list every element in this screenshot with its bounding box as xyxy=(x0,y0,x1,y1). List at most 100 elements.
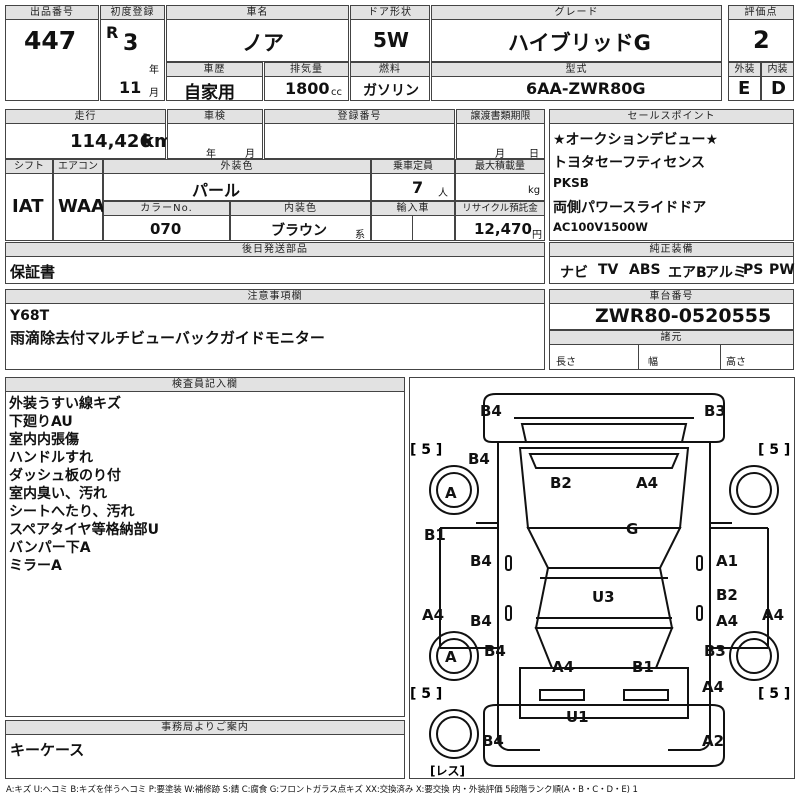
office-notice: キーケース xyxy=(10,741,85,759)
shift-header: シフト xyxy=(5,159,53,174)
mark-right-rocker: A4 xyxy=(762,606,784,624)
mark-right-door-lower: A4 xyxy=(716,612,738,630)
year-unit: 年 xyxy=(149,65,159,76)
fuel-cell: ガソリン xyxy=(350,76,430,101)
mark-front-bumper-left: B4 xyxy=(480,402,502,420)
notes-line-2: 雨滴除去付マルチビューバックガイドモニター xyxy=(10,329,325,347)
registration-year: 3 xyxy=(123,31,139,56)
chassis-number: ZWR80-0520555 xyxy=(595,305,772,327)
grade: ハイブリッドG xyxy=(508,31,651,55)
mark-rear-bumper-right: A2 xyxy=(702,732,724,750)
recycle-fee: 12,470 xyxy=(474,220,532,238)
import-header: 輸入車 xyxy=(371,201,455,216)
inspector-note: スペアタイヤ等格納部U xyxy=(9,522,159,538)
spare-tire-label: [レス] xyxy=(430,764,465,778)
shift: IAT xyxy=(12,196,44,217)
model-header: 型式 xyxy=(431,62,722,77)
tire-tread-rear-left: [ 5 ] xyxy=(410,686,442,702)
aircon-cell: WAA xyxy=(53,173,105,241)
transfer-deadline-header: 譲渡書類期限 xyxy=(456,109,545,124)
interior-color-unit: 系 xyxy=(355,230,365,241)
specs-cell: 長さ 幅 高さ xyxy=(549,344,794,370)
inspector-note: ハンドルすれ xyxy=(9,450,93,466)
mark-left-front-door: B4 xyxy=(470,552,492,570)
inspector-note: 外装うすい線キズ xyxy=(9,396,121,412)
office-cell: キーケース xyxy=(5,734,405,779)
inspector-note: ダッシュ板のり付 xyxy=(9,468,121,484)
mark-left-rear-door: B4 xyxy=(470,612,492,630)
first-registration-header: 初度登録 xyxy=(100,5,165,20)
capacity-unit: 人 xyxy=(438,188,448,199)
equipment-header: 純正装備 xyxy=(549,242,794,257)
rear-bumper-outline xyxy=(483,704,725,767)
spec-width: 幅 xyxy=(648,357,658,368)
sales-point-2: トヨタセーフティセンス xyxy=(553,155,706,171)
equip-tv: TV xyxy=(598,262,619,278)
color-number-cell: 070 xyxy=(103,215,230,241)
grille-outline xyxy=(520,423,688,443)
interior-grade-cell: D xyxy=(761,76,794,101)
grade-header: グレード xyxy=(431,5,722,20)
lot-number-header: 出品番号 xyxy=(5,5,99,20)
car-name: ノア xyxy=(242,31,284,55)
exterior-color-header: 外装色 xyxy=(103,159,371,174)
office-header: 事務局よりご案内 xyxy=(5,720,405,735)
color-number: 070 xyxy=(150,220,182,238)
inspector-note: バンパー下A xyxy=(9,540,91,556)
inspector-note: シートへたり、汚れ xyxy=(9,504,135,520)
later-parts-header: 後日発送部品 xyxy=(5,242,545,257)
sales-point-4: 両側パワースライドドア xyxy=(553,200,707,216)
later-parts: 保証書 xyxy=(10,263,56,281)
lot-number: 447 xyxy=(24,26,77,55)
inspector-note: 下廻りAU xyxy=(9,414,73,430)
car-name-cell: ノア xyxy=(166,19,349,62)
tire-tread-front-left: [ 5 ] xyxy=(410,442,442,458)
hood-outline xyxy=(518,447,690,529)
model-cell: 6AA-ZWR80G xyxy=(431,76,722,101)
inspection-year-unit: 年 xyxy=(206,149,216,160)
interior-color: ブラウン xyxy=(271,223,327,239)
transfer-month-unit: 月 xyxy=(495,149,505,160)
damage-code-legend: A:キズ U:ヘコミ B:キズを伴うヘコミ P:要塗装 W:補修跡 S:錆 C:… xyxy=(6,785,638,795)
interior-grade: D xyxy=(771,78,786,99)
windshield-outline xyxy=(526,527,682,569)
sales-points-cell: ★オークションデビュー★ トヨタセーフティセンス PKSB 両側パワースライドド… xyxy=(549,123,794,241)
tire-tread-rear-right: [ 5 ] xyxy=(758,686,790,702)
max-load-unit: kg xyxy=(528,185,541,196)
notes-header: 注意事項欄 xyxy=(5,289,545,304)
interior-grade-header: 内装 xyxy=(761,62,794,77)
exterior-color-cell: パール xyxy=(103,173,371,201)
mileage-header: 走行 xyxy=(5,109,166,124)
door-type: 5W xyxy=(373,28,409,52)
trunk-outline xyxy=(519,667,689,719)
exterior-color: パール xyxy=(192,181,241,200)
color-number-header: カラーNo. xyxy=(103,201,230,216)
equip-navi: ナビ xyxy=(560,265,588,281)
body-right-outline xyxy=(668,442,711,751)
mark-right-rear-corner: A4 xyxy=(702,678,724,696)
equip-ps: PS xyxy=(743,262,764,278)
mileage-cell: 114,426 km xyxy=(5,123,173,159)
mark-front-bumper-right: B3 xyxy=(704,402,726,420)
history: 自家用 xyxy=(184,83,235,103)
capacity-header: 乗車定員 xyxy=(371,159,455,174)
chassis-cell: ZWR80-0520555 xyxy=(549,303,794,330)
registration-number-header: 登録番号 xyxy=(264,109,455,124)
mark-left-rear-wheel: A xyxy=(445,648,457,666)
inspector-note: ミラーA xyxy=(9,558,62,574)
max-load-header: 最大積載量 xyxy=(455,159,545,174)
shift-cell: IAT xyxy=(5,173,53,241)
car-name-header: 車名 xyxy=(166,5,349,20)
mark-windshield: G xyxy=(626,520,638,538)
later-parts-cell: 保証書 xyxy=(5,256,545,284)
model-code: 6AA-ZWR80G xyxy=(526,79,646,98)
history-header: 車歴 xyxy=(166,62,263,77)
equip-alloy: アルミ xyxy=(705,265,747,281)
displacement-header: 排気量 xyxy=(264,62,349,77)
aircon-header: エアコン xyxy=(53,159,103,174)
spec-length: 長さ xyxy=(556,357,576,368)
inspection-cell: 年 月 xyxy=(167,123,263,160)
mark-trunk-right: B1 xyxy=(632,658,654,676)
mark-rear-bumper-left: B4 xyxy=(482,732,504,750)
sales-point-5: AC100V1500W xyxy=(553,220,648,234)
